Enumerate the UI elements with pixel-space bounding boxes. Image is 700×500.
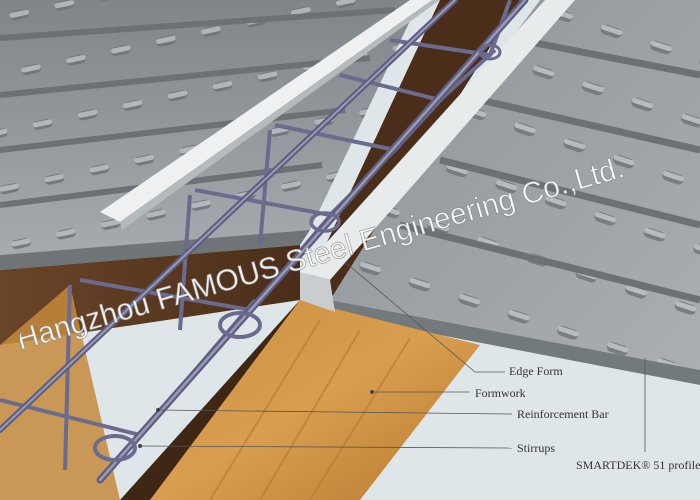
leader-lines bbox=[139, 261, 646, 452]
reinforcement-bar-label: Reinforcement Bar bbox=[517, 407, 609, 421]
right-steel-deck bbox=[320, 0, 700, 385]
timber-formwork bbox=[0, 285, 480, 500]
reinforcement-bars bbox=[0, 0, 529, 484]
stirrups-label: Stirrups bbox=[517, 441, 556, 455]
edge-form-label: Edge Form bbox=[509, 364, 563, 378]
edge-forms bbox=[100, 0, 575, 312]
formwork-label: Formwork bbox=[475, 386, 526, 400]
profile-label: SMARTDEK® 51 profile bbox=[576, 458, 700, 472]
left-steel-deck bbox=[0, 0, 420, 270]
